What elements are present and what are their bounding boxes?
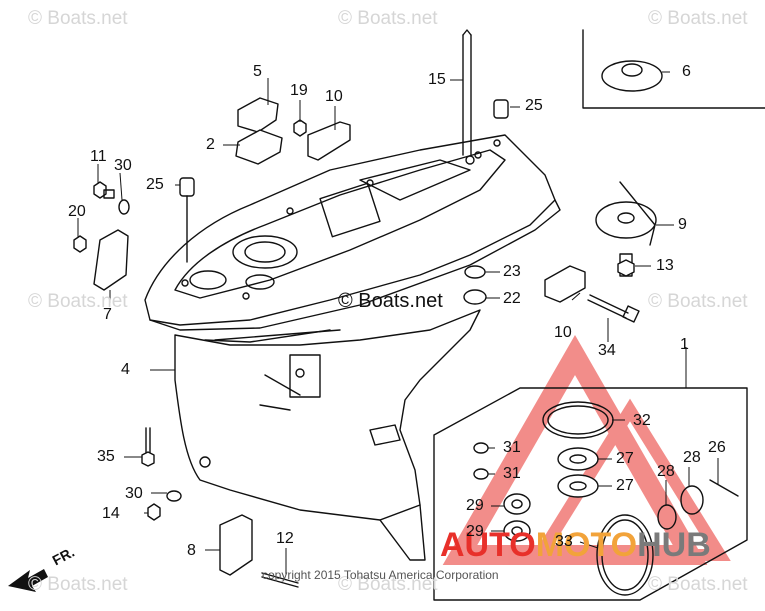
watermark: © Boats.net [648, 574, 748, 595]
callout-20: 20 [68, 203, 86, 220]
callout-31-top: 31 [503, 439, 521, 456]
callout-30-top: 30 [114, 157, 132, 174]
callout-25-left: 25 [146, 176, 164, 193]
callout-26: 26 [708, 439, 726, 456]
callout-15: 15 [428, 71, 446, 88]
callout-6: 6 [682, 63, 691, 80]
callout-12: 12 [276, 530, 294, 547]
callout-33: 33 [555, 533, 573, 550]
callout-27-top: 27 [616, 450, 634, 467]
callout-14: 14 [102, 505, 120, 522]
callout-28-left: 28 [657, 463, 675, 480]
callout-2: 2 [206, 136, 215, 153]
callout-29-top: 29 [466, 497, 484, 514]
watermark: © Boats.net [28, 291, 128, 312]
callout-27-bottom: 27 [616, 477, 634, 494]
watermark: © Boats.net [28, 8, 128, 29]
callout-9: 9 [678, 216, 687, 233]
callout-35: 35 [97, 448, 115, 465]
watermark: © Boats.net [648, 8, 748, 29]
brand-part-auto: AUTO [440, 526, 536, 564]
watermark: © Boats.net [338, 8, 438, 29]
callout-5: 5 [253, 63, 262, 80]
callout-30-bottom: 30 [125, 485, 143, 502]
brand-logo: AUTOMOTOHUB [440, 528, 711, 562]
brand-part-hub: HUB [637, 526, 711, 564]
callout-19: 19 [290, 82, 308, 99]
watermark: © Boats.net [28, 574, 128, 595]
callout-10-top: 10 [325, 88, 343, 105]
callout-1: 1 [680, 336, 689, 353]
watermark: © Boats.net [648, 291, 748, 312]
watermark: © Boats.net [338, 574, 438, 595]
callout-25-top: 25 [525, 97, 543, 114]
callout-28-right: 28 [683, 449, 701, 466]
copyright-notice: copyright 2015 Tohatsu America Corporati… [262, 568, 499, 582]
brand-part-moto: MOTO [535, 526, 638, 564]
callout-13: 13 [656, 257, 674, 274]
forward-arrow-icon [8, 569, 48, 592]
callout-10-bottom: 10 [554, 324, 572, 341]
callout-11: 11 [90, 148, 107, 165]
callout-23: 23 [503, 263, 521, 280]
callout-32: 32 [633, 412, 651, 429]
callout-7: 7 [103, 306, 112, 323]
callout-34: 34 [598, 342, 616, 359]
callout-22: 22 [503, 290, 521, 307]
center-watermark: © Boats.net [338, 290, 443, 312]
callout-8: 8 [187, 542, 196, 559]
callout-4: 4 [121, 361, 130, 378]
callout-31-bottom: 31 [503, 465, 521, 482]
callout-29-bottom: 29 [466, 523, 484, 540]
